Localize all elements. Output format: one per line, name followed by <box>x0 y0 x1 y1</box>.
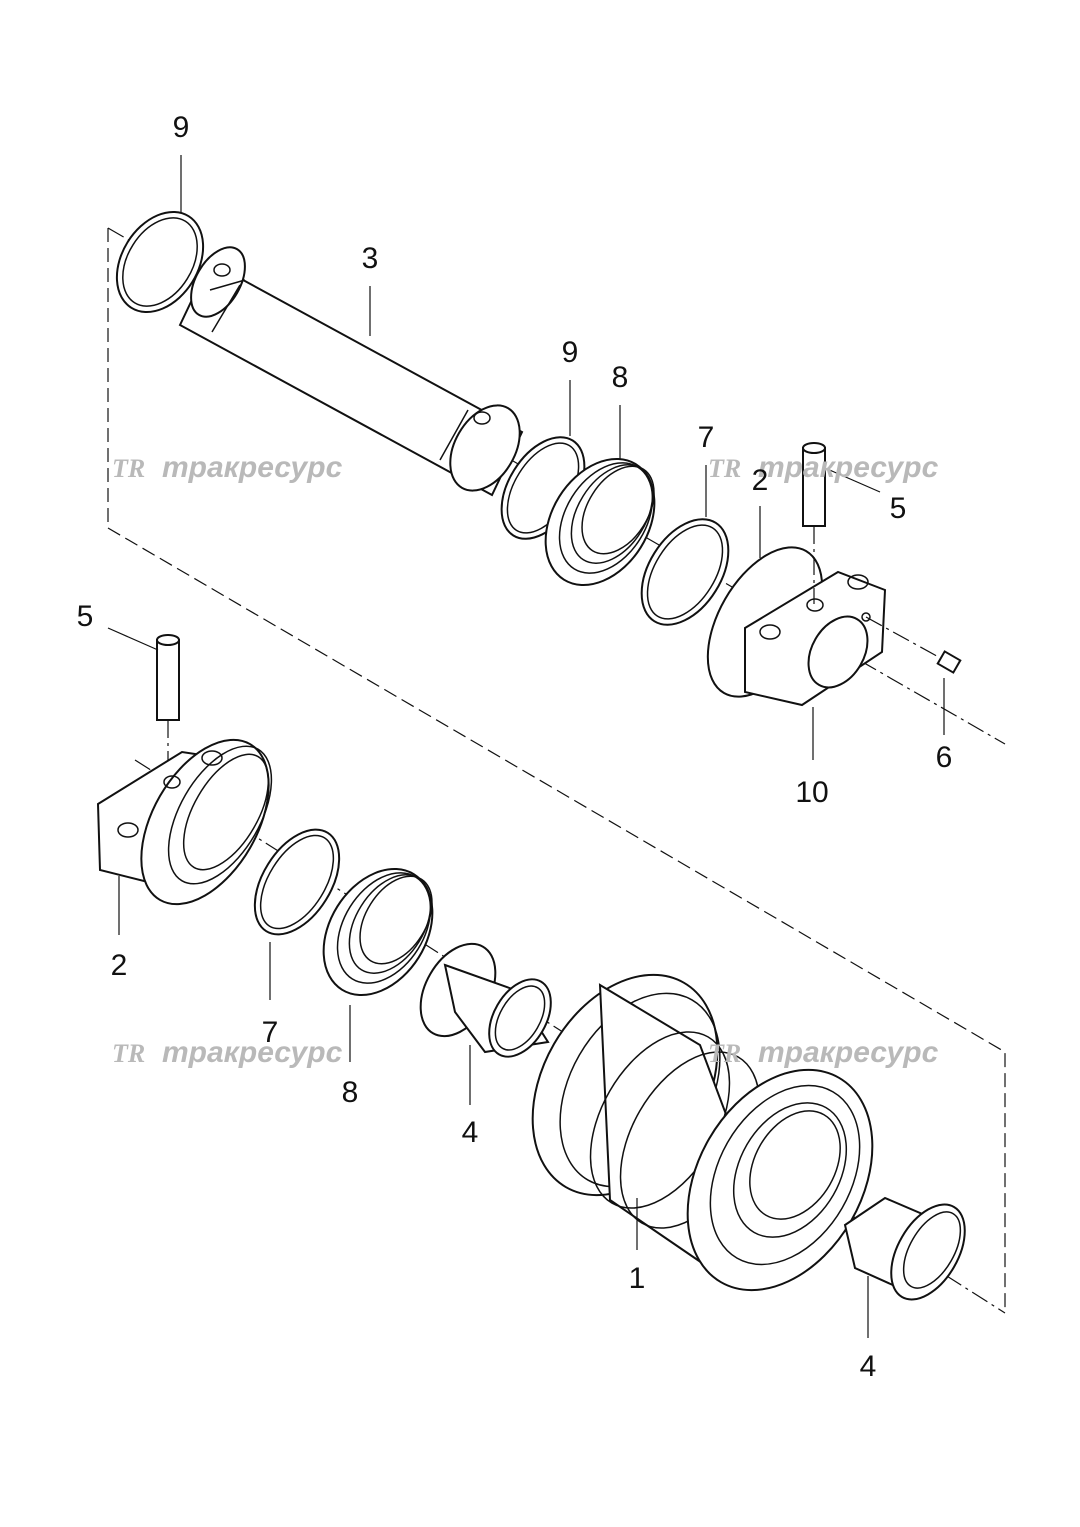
watermark-text: тракресурс <box>758 1036 939 1069</box>
callout-8-top: 8 <box>612 361 629 394</box>
callout-2-bottom: 2 <box>111 949 128 982</box>
callout-3: 3 <box>362 242 379 275</box>
watermark-bottom-left: TR тракресурс <box>112 1036 343 1069</box>
callout-2-top: 2 <box>752 464 769 497</box>
part-seal-8-bottom <box>322 867 434 997</box>
part-roller-1 <box>531 973 874 1292</box>
watermark-text: тракресурс <box>162 1036 343 1069</box>
part-oring-7-top <box>640 518 730 626</box>
leader-lines <box>107 155 945 1338</box>
callout-labels: 9 3 9 8 7 2 5 5 6 10 2 7 8 4 1 4 <box>77 111 953 1383</box>
watermark-text: тракресурс <box>758 451 939 484</box>
callout-6: 6 <box>936 741 953 774</box>
callout-5-left: 5 <box>77 600 94 633</box>
part-seal-8-top <box>544 457 656 587</box>
watermark-logo: TR <box>708 1039 741 1068</box>
callout-4-left: 4 <box>462 1116 479 1149</box>
watermark-text: тракресурс <box>162 451 343 484</box>
watermark-top-left: TR тракресурс <box>112 451 343 484</box>
watermark-logo: TR <box>708 454 741 483</box>
callout-4-right: 4 <box>860 1350 877 1383</box>
part-oring-7-bottom <box>253 828 341 936</box>
part-oring-9-top <box>115 210 205 314</box>
callout-9-top: 9 <box>173 111 190 144</box>
callout-8-bottom: 8 <box>342 1076 359 1109</box>
callout-7-top: 7 <box>698 421 715 454</box>
callout-7-bottom: 7 <box>262 1016 279 1049</box>
watermark-top-right: TR тракресурс <box>708 451 939 484</box>
watermark-logo: TR <box>112 454 145 483</box>
callout-9-mid: 9 <box>562 336 579 369</box>
part-bushing-4-left <box>419 942 552 1058</box>
part-bushing-4-right <box>843 1196 966 1301</box>
part-setscrew-6 <box>865 616 962 674</box>
part-collar-2-top <box>706 546 887 707</box>
watermark-logo: TR <box>112 1039 145 1068</box>
part-pin-5-left <box>156 634 180 785</box>
part-collar-2-bottom <box>96 738 273 906</box>
part-pin-5-right <box>802 442 826 604</box>
part-shaft-3 <box>178 246 524 497</box>
watermark-bottom-right: TR тракресурс <box>708 1036 939 1069</box>
callout-5-right: 5 <box>890 492 907 525</box>
callout-10: 10 <box>795 776 828 809</box>
callout-1: 1 <box>629 1262 646 1295</box>
